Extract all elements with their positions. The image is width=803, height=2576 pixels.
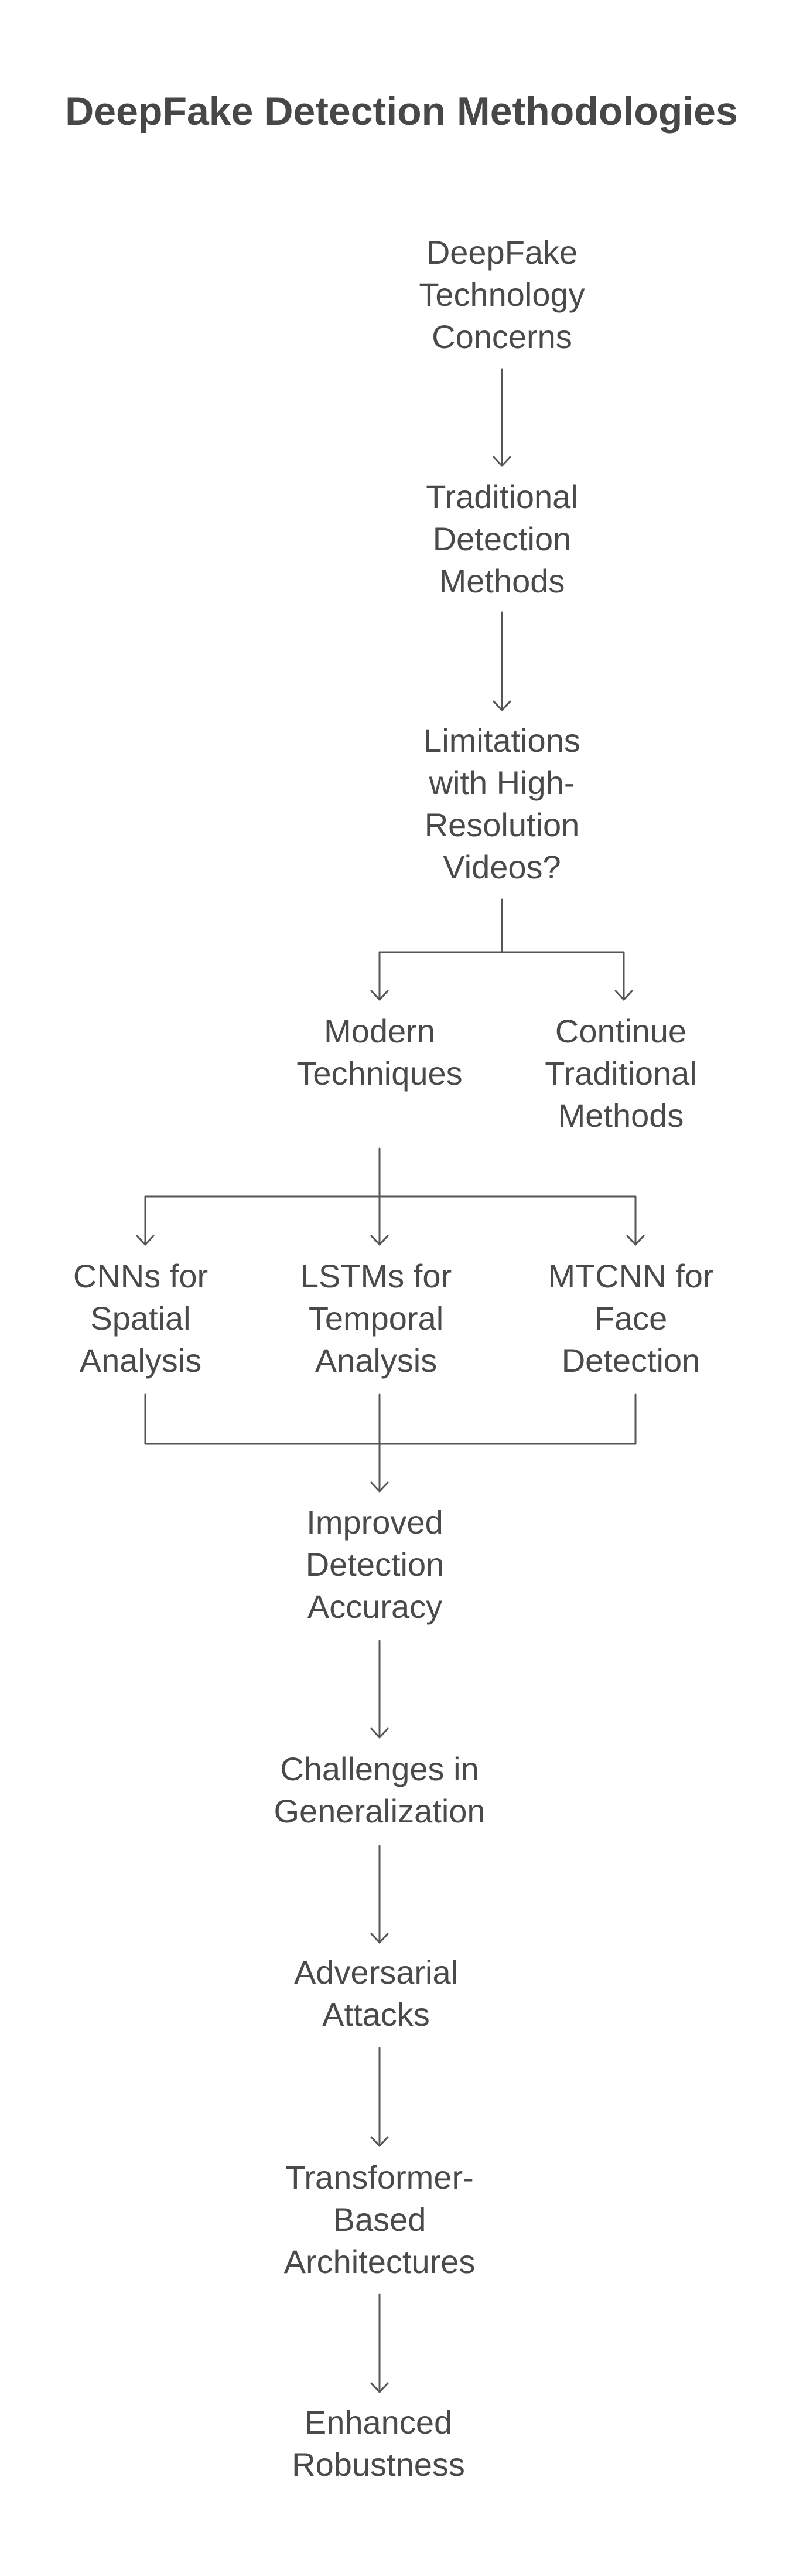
node-line: with High- (429, 764, 575, 801)
node-line: Transformer- (285, 2159, 474, 2196)
node-line: Temporal (308, 1300, 444, 1337)
node-line: Techniques (296, 1055, 463, 1092)
connector-adversarial-to-transformer (370, 2047, 389, 2147)
node-line: Improved (306, 1504, 443, 1541)
node-line: Videos? (443, 849, 561, 885)
node-adversarial: Adversarial Attacks (294, 1951, 458, 2036)
node-line: Architectures (283, 2243, 476, 2280)
node-line: Accuracy (307, 1588, 443, 1625)
node-line: Analysis (79, 1342, 202, 1379)
node-continue-traditional: Continue Traditional Methods (545, 1010, 696, 1137)
node-lstms: LSTMs for Temporal Analysis (300, 1255, 452, 1382)
node-mtcnn: MTCNN for Face Detection (548, 1255, 713, 1382)
node-line: Enhanced (304, 2404, 453, 2441)
node-line: Concerns (432, 318, 572, 355)
node-line: Methods (558, 1097, 684, 1134)
node-line: Detection (305, 1546, 445, 1583)
node-line: Analysis (315, 1342, 438, 1379)
node-line: Detection (432, 520, 572, 557)
node-line: Methods (439, 563, 565, 599)
node-line: Attacks (322, 1996, 430, 2033)
node-line: CNNs for (73, 1258, 209, 1294)
node-improved-accuracy: Improved Detection Accuracy (306, 1501, 445, 1628)
node-line: Adversarial (293, 1954, 459, 1991)
connector-concerns-to-traditional (493, 368, 511, 467)
node-line: Face (594, 1300, 668, 1337)
connector-transformer-to-robustness (370, 2293, 389, 2393)
connector-limitations-branch (370, 898, 633, 1001)
node-line: Challenges in (280, 1750, 479, 1787)
node-cnns: CNNs for Spatial Analysis (73, 1255, 208, 1382)
node-line: LSTMs for (300, 1258, 452, 1294)
node-robustness: Enhanced Robustness (292, 2401, 465, 2486)
connector-traditional-to-limitations (493, 611, 511, 711)
node-line: Robustness (292, 2446, 465, 2483)
node-deepfake-concerns: DeepFake Technology Concerns (419, 231, 585, 358)
node-line: Detection (561, 1342, 701, 1379)
node-line: DeepFake (426, 234, 578, 271)
node-line: Generalization (274, 1793, 486, 1829)
node-line: Resolution (424, 806, 580, 843)
node-challenges: Challenges in Generalization (274, 1748, 485, 1832)
node-line: Based (333, 2201, 426, 2238)
node-traditional-methods: Traditional Detection Methods (426, 476, 578, 602)
node-line: Traditional (545, 1055, 697, 1092)
connector-challenges-to-adversarial (370, 1845, 389, 1944)
node-modern-techniques: Modern Techniques (296, 1010, 462, 1095)
node-line: Limitations (423, 722, 580, 759)
connector-improved-to-challenges (370, 1640, 389, 1739)
node-limitations: Limitations with High- Resolution Videos… (423, 720, 580, 888)
node-line: MTCNN for (548, 1258, 714, 1294)
connector-techniques-merge (144, 1393, 637, 1493)
node-line: Traditional (426, 478, 578, 515)
node-line: Technology (419, 276, 585, 313)
node-line: Spatial (90, 1300, 191, 1337)
node-transformer: Transformer- Based Architectures (284, 2156, 476, 2283)
node-line: Continue (555, 1013, 687, 1050)
connector-modern-fanout (136, 1147, 645, 1246)
page-title: DeepFake Detection Methodologies (65, 89, 738, 134)
node-line: Modern (324, 1013, 435, 1050)
